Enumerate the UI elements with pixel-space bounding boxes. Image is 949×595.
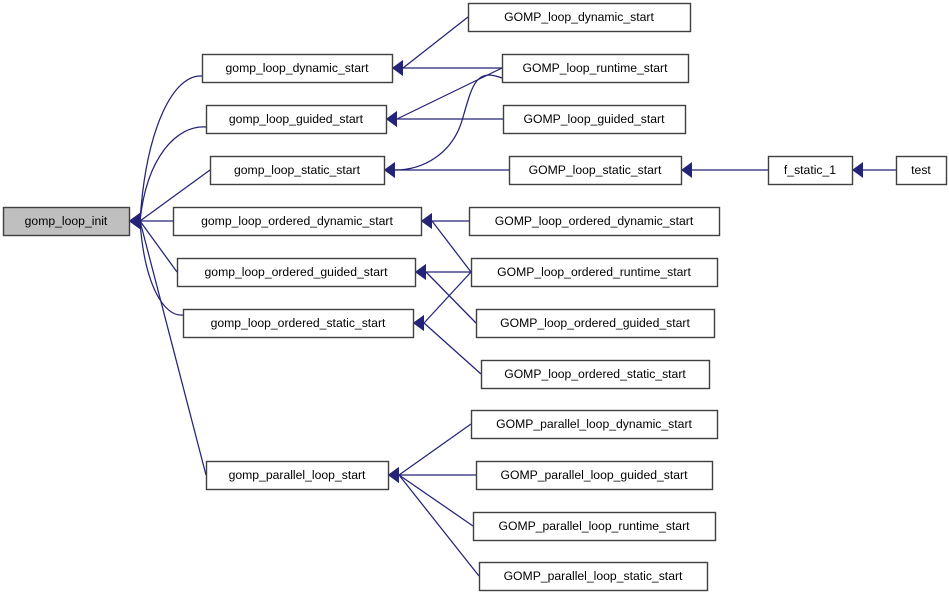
arrow-head-icon [421, 213, 432, 229]
call-edge [392, 60, 502, 76]
graph-node-GOMP_loop_guided_start[interactable]: GOMP_loop_guided_start [502, 104, 687, 135]
arrow-head-icon [386, 111, 397, 127]
arrow-head-icon [681, 162, 692, 178]
node-box[interactable] [480, 359, 711, 390]
graph-node-gomp_loop_ordered_dynamic_start[interactable]: gomp_loop_ordered_dynamic_start [172, 206, 423, 237]
node-box[interactable] [470, 409, 719, 440]
graph-node-GOMP_loop_ordered_guided_start[interactable]: GOMP_loop_ordered_guided_start [475, 308, 716, 339]
arrow-head-icon [852, 162, 863, 178]
graph-node-gomp_loop_static_start[interactable]: gomp_loop_static_start [209, 155, 386, 186]
node-box[interactable] [2, 206, 131, 237]
graph-node-GOMP_loop_ordered_runtime_start[interactable]: GOMP_loop_ordered_runtime_start [470, 257, 719, 288]
node-box[interactable] [475, 308, 716, 339]
node-box[interactable] [468, 206, 721, 237]
graph-node-GOMP_parallel_loop_guided_start[interactable]: GOMP_parallel_loop_guided_start [475, 460, 714, 491]
call-edge [384, 162, 509, 178]
call-edge [852, 162, 896, 178]
graph-node-gomp_loop_guided_start[interactable]: gomp_loop_guided_start [205, 104, 388, 135]
call-edge [413, 315, 482, 375]
arrow-head-icon [384, 162, 395, 178]
node-box[interactable] [182, 308, 415, 339]
graph-node-GOMP_parallel_loop_dynamic_start[interactable]: GOMP_parallel_loop_dynamic_start [470, 409, 719, 440]
node-box[interactable] [501, 53, 690, 84]
node-box[interactable] [172, 206, 423, 237]
call-edge [129, 213, 207, 476]
graph-node-GOMP_parallel_loop_runtime_start[interactable]: GOMP_parallel_loop_runtime_start [472, 511, 717, 542]
call-edge [388, 467, 480, 577]
call-edge [415, 264, 477, 324]
node-box[interactable] [201, 53, 394, 84]
call-edge [386, 67, 503, 127]
node-box[interactable] [470, 257, 719, 288]
graph-node-GOMP_loop_runtime_start[interactable]: GOMP_loop_runtime_start [501, 53, 690, 84]
graph-node-gomp_parallel_loop_start[interactable]: gomp_parallel_loop_start [205, 460, 390, 491]
arrow-head-icon [413, 315, 424, 331]
graph-node-GOMP_loop_ordered_static_start[interactable]: GOMP_loop_ordered_static_start [480, 359, 711, 390]
node-box[interactable] [209, 155, 386, 186]
graph-node-GOMP_loop_dynamic_start[interactable]: GOMP_loop_dynamic_start [467, 2, 692, 33]
graph-node-gomp_loop_init[interactable]: gomp_loop_init [2, 206, 131, 237]
node-box[interactable] [895, 155, 948, 186]
call-edge [392, 16, 469, 76]
node-box[interactable] [478, 561, 709, 592]
node-box[interactable] [176, 257, 417, 288]
call-edge [386, 111, 503, 127]
node-box[interactable] [472, 511, 717, 542]
node-box[interactable] [475, 460, 714, 491]
call-edge [384, 74, 503, 178]
node-box[interactable] [502, 104, 687, 135]
graph-node-f_static_1[interactable]: f_static_1 [767, 155, 854, 186]
graph-node-gomp_loop_dynamic_start[interactable]: gomp_loop_dynamic_start [201, 53, 394, 84]
graph-node-GOMP_loop_ordered_dynamic_start[interactable]: GOMP_loop_ordered_dynamic_start [468, 206, 721, 237]
node-box[interactable] [467, 2, 692, 33]
graph-node-test[interactable]: test [895, 155, 948, 186]
graph-node-gomp_loop_ordered_guided_start[interactable]: gomp_loop_ordered_guided_start [176, 257, 417, 288]
node-box[interactable] [508, 155, 683, 186]
graph-node-GOMP_loop_static_start[interactable]: GOMP_loop_static_start [508, 155, 683, 186]
node-box[interactable] [205, 460, 390, 491]
call-edge [421, 213, 472, 273]
edge-layer [129, 16, 896, 577]
arrow-head-icon [415, 264, 426, 280]
call-edge [681, 162, 768, 178]
arrow-head-icon [129, 213, 140, 229]
call-edge [388, 467, 476, 483]
node-box[interactable] [205, 104, 388, 135]
call-edge [388, 423, 472, 483]
arrow-head-icon [392, 60, 403, 76]
node-box[interactable] [767, 155, 854, 186]
graph-node-GOMP_parallel_loop_static_start[interactable]: GOMP_parallel_loop_static_start [478, 561, 709, 592]
arrow-head-icon [388, 467, 399, 483]
graph-node-gomp_loop_ordered_static_start[interactable]: gomp_loop_ordered_static_start [182, 308, 415, 339]
call-edge [129, 75, 203, 229]
call-edge [388, 467, 474, 527]
